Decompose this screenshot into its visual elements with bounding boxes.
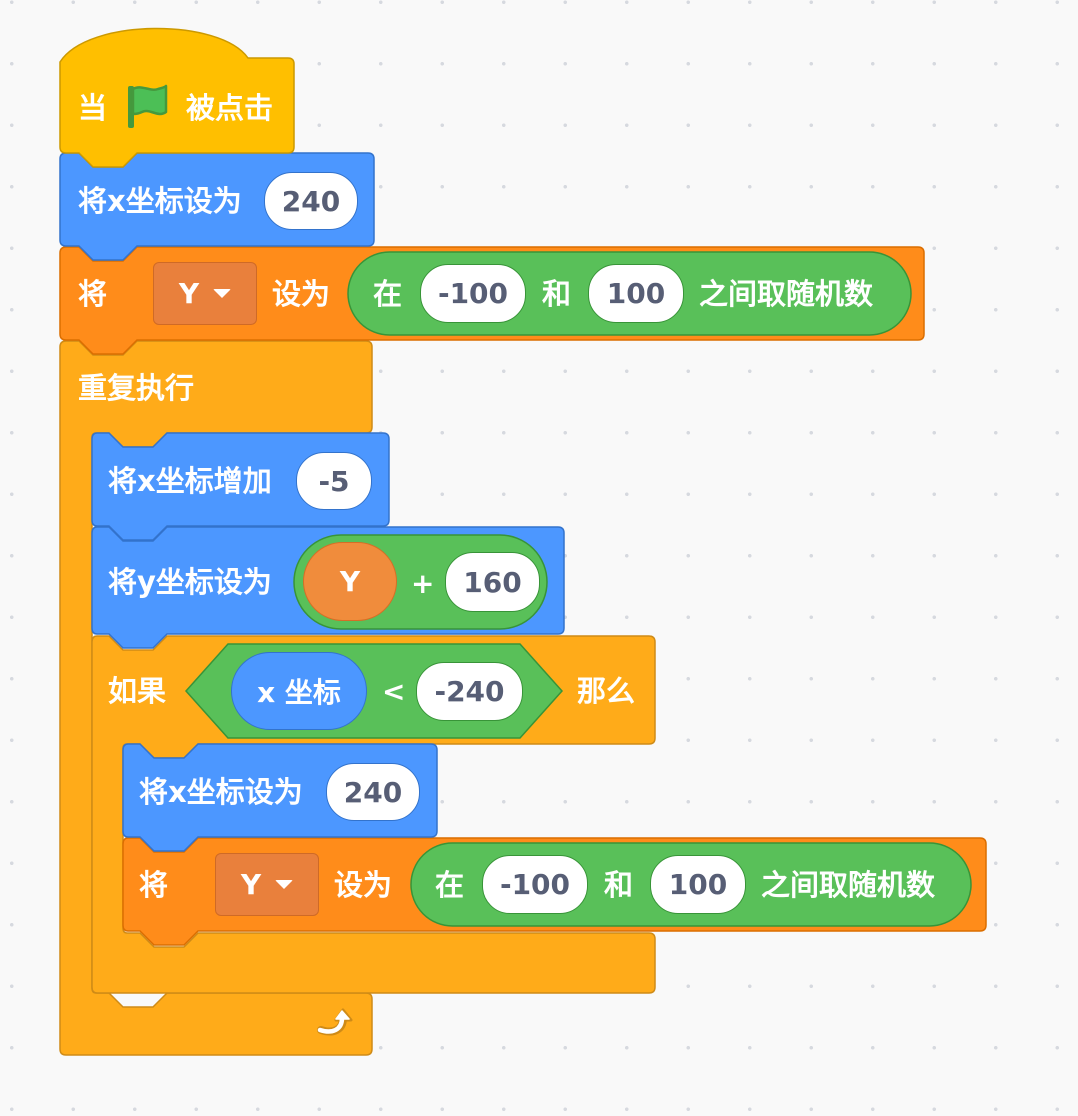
change-x-value-input[interactable]: -5 xyxy=(296,452,372,510)
variable-dropdown[interactable]: Y xyxy=(153,262,257,325)
set-x-label: 将x坐标设为 xyxy=(78,184,242,218)
less-than-value-input[interactable]: -240 xyxy=(416,662,523,721)
when-flag-clicked-block xyxy=(59,27,295,168)
variable-dropdown-value: Y xyxy=(178,277,200,310)
random-between-label-2: 在 xyxy=(435,868,465,902)
variable-dropdown-value-2: Y xyxy=(240,868,262,901)
x-position-reporter[interactable]: x 坐标 xyxy=(231,652,367,730)
then-label: 那么 xyxy=(577,674,636,708)
random-suffix-label-2: 之间取随机数 xyxy=(761,868,936,902)
flag-clicked-label: 被点击 xyxy=(186,91,274,125)
change-x-label: 将x坐标增加 xyxy=(108,464,272,498)
when-label: 当 xyxy=(78,91,108,125)
chevron-down-icon xyxy=(213,289,232,298)
random-from-input[interactable]: -100 xyxy=(420,264,526,323)
green-flag-icon xyxy=(128,84,168,128)
set-var-label-2: 将 xyxy=(139,868,169,902)
random-to-input-2[interactable]: 100 xyxy=(650,855,746,914)
add-operator-symbol: + xyxy=(411,567,435,600)
random-from-input-2[interactable]: -100 xyxy=(482,855,588,914)
random-suffix-label: 之间取随机数 xyxy=(699,277,874,311)
add-value-input[interactable]: 160 xyxy=(445,552,540,612)
set-x-label-2: 将x坐标设为 xyxy=(139,775,303,809)
set-x-value-input[interactable]: 240 xyxy=(264,172,358,230)
set-y-label: 将y坐标设为 xyxy=(108,565,272,599)
less-than-symbol: < xyxy=(382,675,406,708)
variable-dropdown-2[interactable]: Y xyxy=(215,853,319,916)
forever-label: 重复执行 xyxy=(78,371,195,405)
random-to-input[interactable]: 100 xyxy=(588,264,684,323)
set-to-label: 设为 xyxy=(272,277,331,311)
loop-arrow-icon xyxy=(317,1008,353,1036)
variable-reporter-y[interactable]: Y xyxy=(303,542,397,621)
set-var-label: 将 xyxy=(78,277,108,311)
set-to-label-2: 设为 xyxy=(334,868,393,902)
random-and-label-2: 和 xyxy=(604,868,634,902)
chevron-down-icon xyxy=(275,880,294,889)
if-label: 如果 xyxy=(108,674,167,708)
random-and-label: 和 xyxy=(542,277,572,311)
random-between-label: 在 xyxy=(373,277,403,311)
set-x-value-input-2[interactable]: 240 xyxy=(326,763,420,821)
